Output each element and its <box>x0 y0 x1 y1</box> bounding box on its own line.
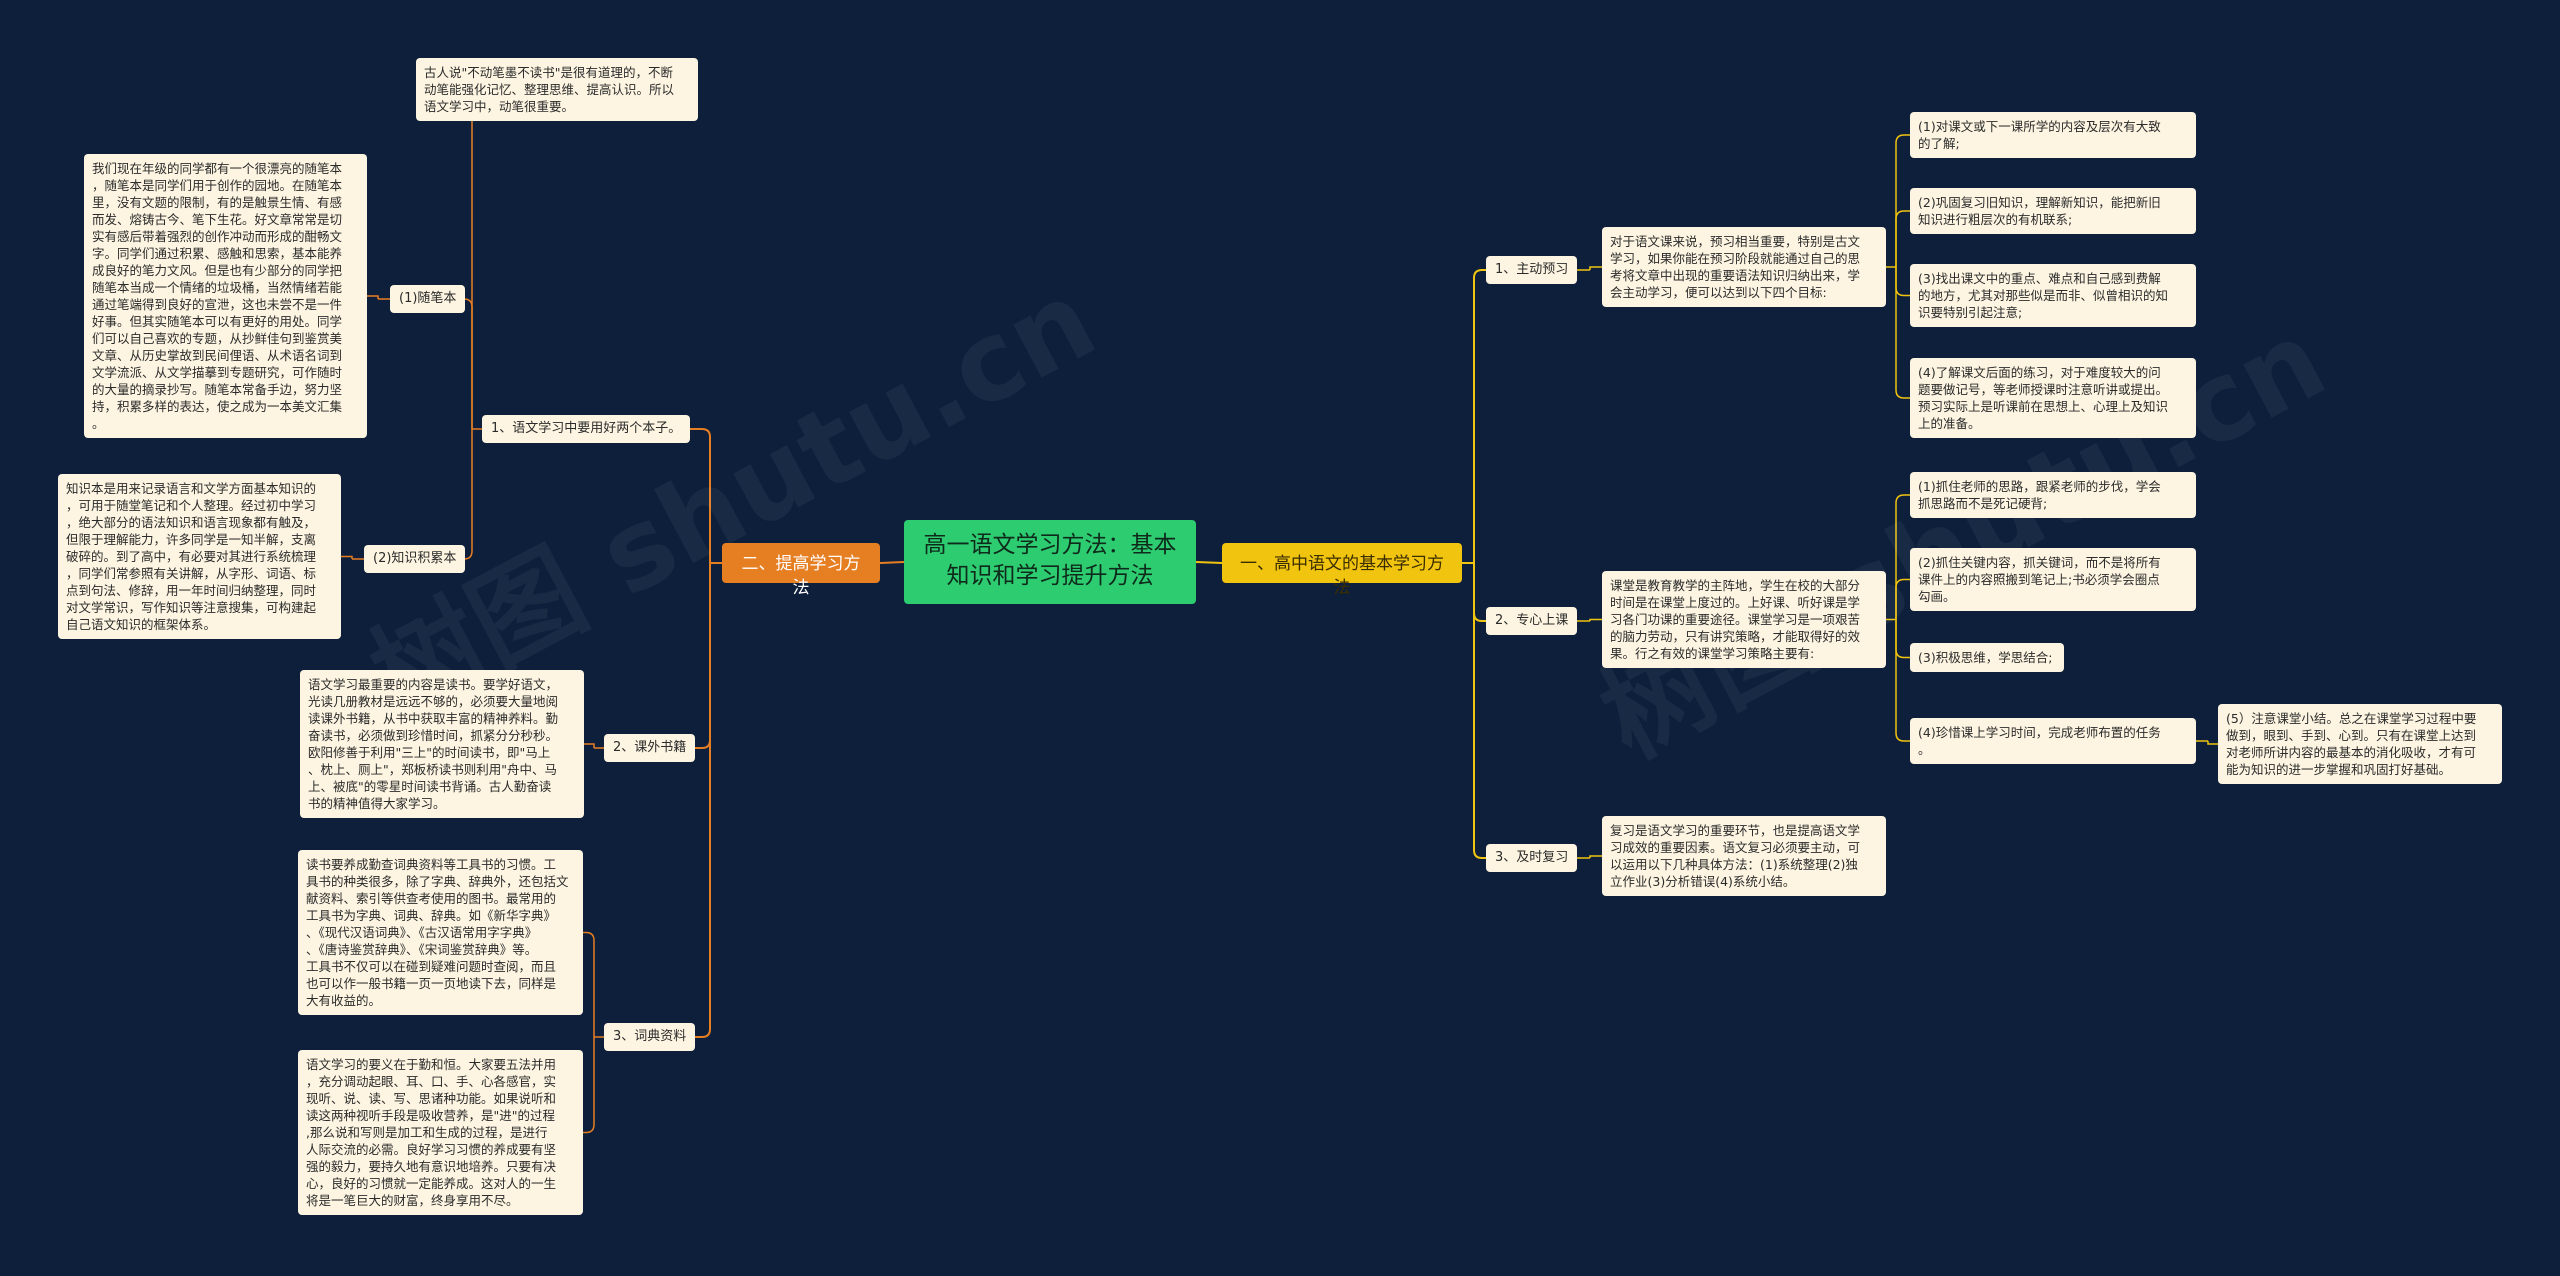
class-point-3: (3)积极思维，学思结合; <box>1910 643 2064 672</box>
root-title: 高一语文学习方法：基本 知识和学习提升方法 <box>923 532 1177 589</box>
topic-review[interactable]: 3、及时复习 <box>1486 844 1578 872</box>
preview-point-4: (4)了解课文后面的练习，对于难度较大的问 题要做记号，等老师授课时注意听讲或提… <box>1910 358 2196 438</box>
connector-line <box>1589 855 1602 858</box>
topic-attend-class[interactable]: 2、专心上课 <box>1486 607 1578 635</box>
attend-class-description: 课堂是教育教学的主阵地，学生在校的大部分 时间是在课堂上度过的。上好课、听好课是… <box>1602 571 1886 668</box>
preview-point-1: (1)对课文或下一课所学的内容及层次有大致 的了解; <box>1910 112 2196 158</box>
connector-line <box>367 295 379 299</box>
connector-line <box>1589 618 1602 621</box>
class-point-2: (2)抓住关键内容，抓关键词，而不是将所有 课件上的内容照搬到笔记上;书必须学会… <box>1910 548 2196 611</box>
connector-line <box>1895 619 1910 742</box>
topic-preview[interactable]: 1、主动预习 <box>1486 256 1578 284</box>
class-point-1: (1)抓住老师的思路，跟紧老师的步伐，学会 抓思路而不是死记硬背; <box>1910 472 2196 518</box>
topic-essay-notebook[interactable]: (1)随笔本 <box>390 285 466 313</box>
extracurricular-description: 语文学习最重要的内容是读书。要学好语文， 光读几册教材是远远不够的，必须要大量地… <box>300 670 584 818</box>
connector-line <box>1895 267 1910 399</box>
connector-line <box>1473 269 1486 563</box>
notebooks-description: 古人说"不动笔墨不读书"是很有道理的，不断 动笔能强化记忆、整理思维、提高认识。… <box>416 58 698 121</box>
connector-line <box>583 931 595 1037</box>
branch-improve-methods[interactable]: 二、提高学习方法 <box>722 543 880 598</box>
connector-line <box>584 743 595 748</box>
connector-line <box>583 1037 595 1134</box>
connector-line <box>463 88 698 429</box>
class-point-4: (4)珍惜课上学习时间，完成老师布置的任务 。 <box>1910 718 2196 764</box>
connector-line <box>1895 134 1910 267</box>
connector-line <box>690 428 711 563</box>
topic-extracurricular-books[interactable]: 2、课外书籍 <box>604 734 696 762</box>
preview-point-3: (3)找出课文中的重点、难点和自己感到费解 的地方，尤其对那些似是而非、似曾相识… <box>1910 264 2196 327</box>
connector-line <box>1195 561 1223 564</box>
connector-line <box>1473 563 1486 859</box>
root-topic[interactable]: 高一语文学习方法：基本 知识和学习提升方法 <box>904 520 1196 604</box>
connector-line <box>695 563 711 1038</box>
topic-dictionaries[interactable]: 3、词典资料 <box>604 1023 696 1051</box>
topic-knowledge-notebook[interactable]: (2)知识积累本 <box>364 545 466 573</box>
connector-line <box>1473 563 1486 622</box>
topic-two-notebooks[interactable]: 1、语文学习中要用好两个本子。 <box>482 415 691 443</box>
connector-line <box>1895 267 1910 297</box>
connector-line <box>1895 494 1910 620</box>
dictionaries-description-2: 语文学习的要义在于勤和恒。大家要五法并用 ，充分调动起眼、耳、口、手、心各感官，… <box>298 1050 583 1215</box>
preview-description: 对于语文课来说，预习相当重要，特别是古文 学习，如果你能在预习阶段就能通过自己的… <box>1602 227 1886 307</box>
essay-notebook-description: 我们现在年级的同学都有一个很漂亮的随笔本 ，随笔本是同学们用于创作的园地。在随笔… <box>84 154 367 438</box>
connector-line <box>463 298 473 429</box>
connector-line <box>1895 578 1910 620</box>
connector-line <box>2207 741 2218 745</box>
dictionaries-description-1: 读书要养成勤查词典资料等工具书的习惯。工 具书的种类很多，除了字典、辞典外，还包… <box>298 850 583 1015</box>
review-description: 复习是语文学习的重要环节，也是提高语文学 习成效的重要因素。语文复习必须要主动，… <box>1602 816 1886 896</box>
connector-line <box>879 561 905 564</box>
class-point-5: (5）注意课堂小结。总之在课堂学习过程中要 做到，眼到、手到、心到。只有在课堂上… <box>2218 704 2502 784</box>
preview-point-2: (2)巩固复习旧知识，理解新知识，能把新旧 知识进行粗层次的有机联系; <box>1910 188 2196 234</box>
connector-line <box>1589 266 1602 270</box>
knowledge-notebook-description: 知识本是用来记录语言和文学方面基本知识的 ，可用于随堂笔记和个人整理。经过初中学… <box>58 474 341 639</box>
connector-line <box>341 555 353 559</box>
branch-basic-methods[interactable]: 一、高中语文的基本学习方法 <box>1222 543 1462 598</box>
connector-line <box>1895 210 1910 267</box>
